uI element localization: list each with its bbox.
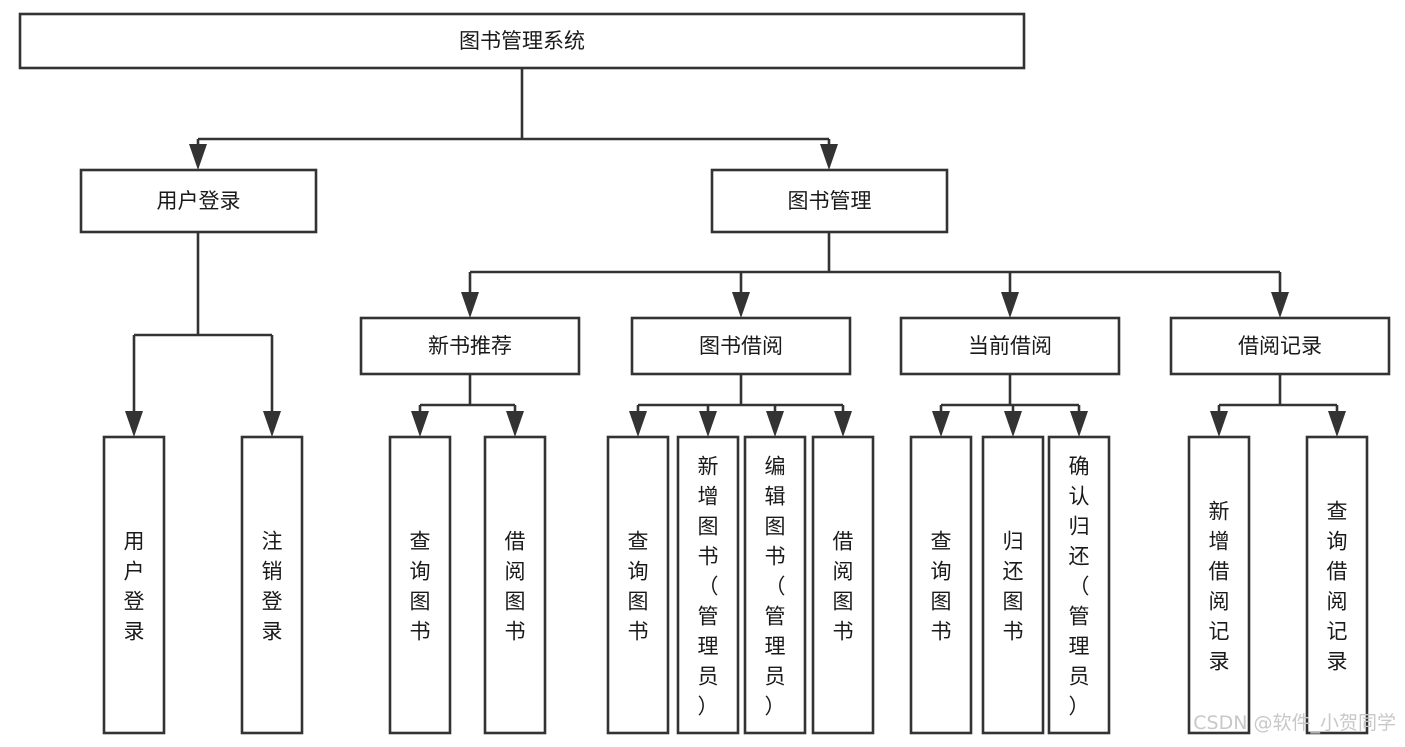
user-login-box[interactable]: [79, 168, 318, 234]
leaf-add-book-admin-label: 新增图书（管理员）: [698, 454, 719, 718]
leaf-add-book-admin-node[interactable]: 新增图书（管理员）: [676, 435, 740, 735]
current-borrow-fanout-arrow-0: [932, 411, 950, 437]
book-borrow-fanout-arrow-3: [834, 411, 852, 437]
book-borrow-fanout-arrow-0: [629, 411, 647, 437]
leaf-add-borrow-record-node[interactable]: 新增借阅记录: [1187, 435, 1251, 735]
leaf-query-book-3-box[interactable]: [909, 435, 973, 735]
book-borrow-fanout-arrow-1: [699, 411, 717, 437]
current-borrow-fanout-arrow-1: [1004, 411, 1022, 437]
leaf-return-book-label: 归还图书: [1003, 529, 1024, 643]
new-book-recommend-label: 新书推荐: [428, 334, 512, 358]
user-login-arrow-0: [125, 411, 143, 437]
title-label: 图书管理系统: [459, 29, 585, 53]
leaf-query-book-1-label: 查询图书: [410, 529, 431, 643]
leaf-query-book-2-box[interactable]: [606, 435, 670, 735]
leaf-user-login-box[interactable]: [102, 435, 166, 735]
borrow-record-fanout-arrow-0: [1210, 411, 1228, 437]
book-mgmt-arrow-0: [461, 292, 479, 318]
csdn-watermark: CSDN @软件_小贺同学: [1193, 712, 1396, 734]
user-login-node[interactable]: 用户登录: [79, 168, 318, 234]
new-book-recommend-fanout-arrow-0: [411, 411, 429, 437]
title-box[interactable]: [18, 12, 1026, 70]
new-book-recommend-box[interactable]: [359, 316, 581, 376]
leaf-query-book-1-box[interactable]: [388, 435, 452, 735]
leaf-edit-book-admin-node[interactable]: 编辑图书（管理员）: [743, 435, 807, 735]
leaf-borrow-book-1-node[interactable]: 借阅图书: [483, 435, 547, 735]
leaf-query-book-3-label: 查询图书: [931, 529, 952, 643]
leaf-query-borrow-record-box[interactable]: [1305, 435, 1369, 735]
book-management-label: 图书管理: [788, 189, 872, 213]
book-mgmt-arrow-2: [1001, 292, 1019, 318]
leaf-add-borrow-record-label: 新增借阅记录: [1209, 499, 1230, 673]
current-borrow-node[interactable]: 当前借阅: [899, 316, 1121, 376]
current-borrow-label: 当前借阅: [968, 334, 1052, 358]
node-layer: 图书管理系统用户登录图书管理新书推荐图书借阅当前借阅借阅记录用户登录注销登录查询…: [18, 12, 1391, 735]
leaf-borrow-book-2-label: 借阅图书: [833, 529, 854, 643]
leaf-query-borrow-record-label: 查询借阅记录: [1327, 499, 1348, 673]
leaf-query-book-1-node[interactable]: 查询图书: [388, 435, 452, 735]
leaf-borrow-book-1-label: 借阅图书: [505, 529, 526, 643]
current-borrow-fanout-arrow-2: [1070, 411, 1088, 437]
leaf-borrow-book-1-box[interactable]: [483, 435, 547, 735]
leaf-borrow-book-2-box[interactable]: [811, 435, 875, 735]
borrow-record-fanout-arrow-1: [1328, 411, 1346, 437]
user-login-label: 用户登录: [157, 189, 241, 213]
book-mgmt-arrow-1: [732, 292, 750, 318]
leaf-logout-login-label: 注销登录: [262, 529, 283, 643]
borrow-record-node[interactable]: 借阅记录: [1169, 316, 1391, 376]
book-mgmt-arrow-3: [1271, 292, 1289, 318]
leaf-query-book-2-label: 查询图书: [628, 529, 649, 643]
leaf-query-borrow-record-node[interactable]: 查询借阅记录: [1305, 435, 1369, 735]
root-arrow-0: [189, 144, 207, 170]
leaf-user-login-label: 用户登录: [124, 529, 145, 643]
leaf-edit-book-admin-box[interactable]: [743, 435, 807, 735]
leaf-return-book-node[interactable]: 归还图书: [981, 435, 1045, 735]
leaf-confirm-return-admin-box[interactable]: [1047, 435, 1111, 735]
leaf-query-book-3-node[interactable]: 查询图书: [909, 435, 973, 735]
current-borrow-box[interactable]: [899, 316, 1121, 376]
root-arrow-1: [820, 144, 838, 170]
book-borrow-label: 图书借阅: [699, 334, 783, 358]
user-login-arrow-1: [263, 411, 281, 437]
leaf-logout-login-box[interactable]: [240, 435, 304, 735]
new-book-recommend-fanout-arrow-1: [506, 411, 524, 437]
leaf-add-borrow-record-box[interactable]: [1187, 435, 1251, 735]
borrow-record-label: 借阅记录: [1238, 334, 1322, 358]
book-borrow-node[interactable]: 图书借阅: [630, 316, 852, 376]
connector-layer: [125, 68, 1346, 437]
leaf-edit-book-admin-label: 编辑图书（管理员）: [765, 454, 786, 718]
borrow-record-box[interactable]: [1169, 316, 1391, 376]
leaf-logout-login-node[interactable]: 注销登录: [240, 435, 304, 735]
book-management-box[interactable]: [710, 168, 949, 234]
new-book-recommend-node[interactable]: 新书推荐: [359, 316, 581, 376]
leaf-query-book-2-node[interactable]: 查询图书: [606, 435, 670, 735]
leaf-add-book-admin-box[interactable]: [676, 435, 740, 735]
book-management-node[interactable]: 图书管理: [710, 168, 949, 234]
book-borrow-box[interactable]: [630, 316, 852, 376]
leaf-return-book-box[interactable]: [981, 435, 1045, 735]
leaf-user-login-node[interactable]: 用户登录: [102, 435, 166, 735]
leaf-borrow-book-2-node[interactable]: 借阅图书: [811, 435, 875, 735]
book-borrow-fanout-arrow-2: [766, 411, 784, 437]
leaf-confirm-return-admin-label: 确认归还（管理员）: [1069, 454, 1090, 718]
leaf-confirm-return-admin-node[interactable]: 确认归还（管理员）: [1047, 435, 1111, 735]
title-node[interactable]: 图书管理系统: [18, 12, 1026, 70]
